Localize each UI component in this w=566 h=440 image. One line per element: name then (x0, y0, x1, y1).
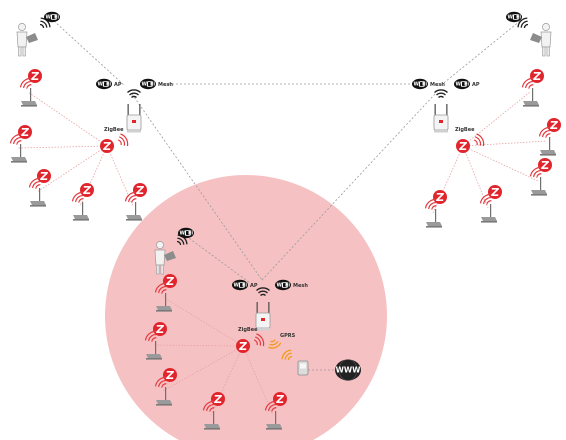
zigbee-logo-icon-bottom-2 (152, 321, 168, 337)
wifi-logo-text: Wi Fi (234, 283, 248, 289)
sensor-node-icon-left-4 (73, 202, 89, 221)
sensor-node-icon-right-2 (540, 137, 556, 156)
wifi-badge-ap-label: AP (250, 283, 258, 289)
wifi-logo-text: Wi Fi (456, 82, 470, 88)
zigbee-logo-icon-right-2 (546, 117, 562, 133)
zigbee-link-right-3 (462, 145, 539, 182)
zigbee-label-bottom: ZigBee (238, 327, 258, 333)
zigbee-link-left-2 (17, 145, 108, 149)
wifi-logo-text: Wi Fi (180, 231, 194, 237)
wifi-badge-top-right-user: Wi Fi (506, 11, 522, 23)
zigbee-link-bottom-5 (242, 345, 274, 416)
zigbee-signal-icon-left (115, 132, 131, 150)
wifi-logo-text: Wi Fi (508, 15, 522, 21)
laptop-user-icon-top-right (529, 22, 552, 57)
wireless-router-icon-left (126, 103, 142, 133)
wifi-logo-text: Wi Fi (277, 283, 291, 289)
zigbee-logo-icon-left-1 (27, 68, 43, 84)
sensor-node-icon-right-1 (523, 88, 539, 107)
zigbee-logo-icon-right-4 (487, 184, 503, 200)
zigbee-link-bottom-1 (162, 296, 244, 347)
user-link-left (53, 20, 126, 87)
sensor-node-icon-left-3 (30, 188, 46, 207)
sensor-node-icon-right-5 (426, 209, 442, 228)
router-signal-icon-left (126, 89, 142, 99)
user-link-right (439, 20, 521, 87)
zigbee-link-left-5 (106, 145, 134, 207)
zigbee-link-bottom-3 (162, 345, 244, 392)
zigbee-link-right-2 (462, 140, 548, 147)
sensor-node-icon-left-1 (21, 88, 37, 107)
zigbee-logo-icon-left-5 (132, 182, 148, 198)
wifi-badge-bottom-user: Wi Fi (178, 227, 194, 239)
zigbee-logo-icon-left-2 (17, 124, 33, 140)
zigbee-logo-icon-bottom-5 (272, 391, 288, 407)
wifi-logo-text: Wi Fi (142, 82, 156, 88)
wifi-badge-ap-label: AP (472, 82, 480, 88)
sensor-node-icon-right-3 (531, 177, 547, 196)
user-link-bottom (185, 235, 251, 284)
wifi-logo-text: Wi Fi (46, 15, 60, 21)
wifi-logo-text: Wi Fi (98, 82, 112, 88)
wifi-badge-top-left-user: Wi Fi (44, 11, 60, 23)
zigbee-link-right-4 (462, 145, 489, 209)
zigbee-logo-icon-bottom-coordinator (235, 338, 251, 354)
zigbee-logo-icon-left-coordinator (99, 138, 115, 154)
zigbee-logo-icon-right-1 (529, 68, 545, 84)
sensor-node-icon-left-5 (126, 202, 142, 221)
zigbee-logo-icon-bottom-4 (210, 391, 226, 407)
zigbee-logo-icon-right-coordinator (455, 138, 471, 154)
wifi-logo-text: Wi Fi (414, 82, 428, 88)
zigbee-logo-icon-right-3 (537, 157, 553, 173)
zigbee-label-left: ZigBee (104, 127, 124, 133)
local-cluster-zone (105, 175, 387, 440)
zigbee-logo-icon-bottom-1 (162, 273, 178, 289)
mesh-link-left-bottom (131, 93, 263, 281)
zigbee-logo-icon-left-3 (36, 168, 52, 184)
zigbee-label-right: ZigBee (455, 127, 475, 133)
zigbee-link-left-1 (27, 91, 108, 147)
zigbee-logo-icon-bottom-3 (162, 367, 178, 383)
wifi-badge-ap-label: AP (114, 82, 122, 88)
wifi-badge-mesh-label: Mesh (430, 82, 445, 88)
wifi-badge-mesh-label: Mesh (158, 82, 173, 88)
gprs-label: GPRS (280, 333, 296, 339)
sensor-node-icon-left-2 (11, 144, 27, 163)
zigbee-logo-icon-left-4 (79, 182, 95, 198)
gprs-handset-icon (297, 360, 309, 376)
www-label: WWW (336, 366, 362, 375)
zigbee-link-left-3 (36, 145, 108, 193)
zigbee-link-bottom-2 (152, 344, 244, 347)
zigbee-link-right-1 (462, 91, 531, 147)
zigbee-logo-icon-right-5 (432, 189, 448, 205)
wireless-router-icon-right (433, 103, 449, 133)
sensor-node-icon-right-4 (481, 204, 497, 223)
laptop-user-icon-top-left (16, 22, 39, 57)
www-cloud-icon: WWW (335, 359, 362, 381)
zigbee-signal-icon-right (471, 132, 487, 150)
wifi-badge-mesh-label: Mesh (293, 283, 308, 289)
router-signal-icon-right (433, 89, 449, 99)
